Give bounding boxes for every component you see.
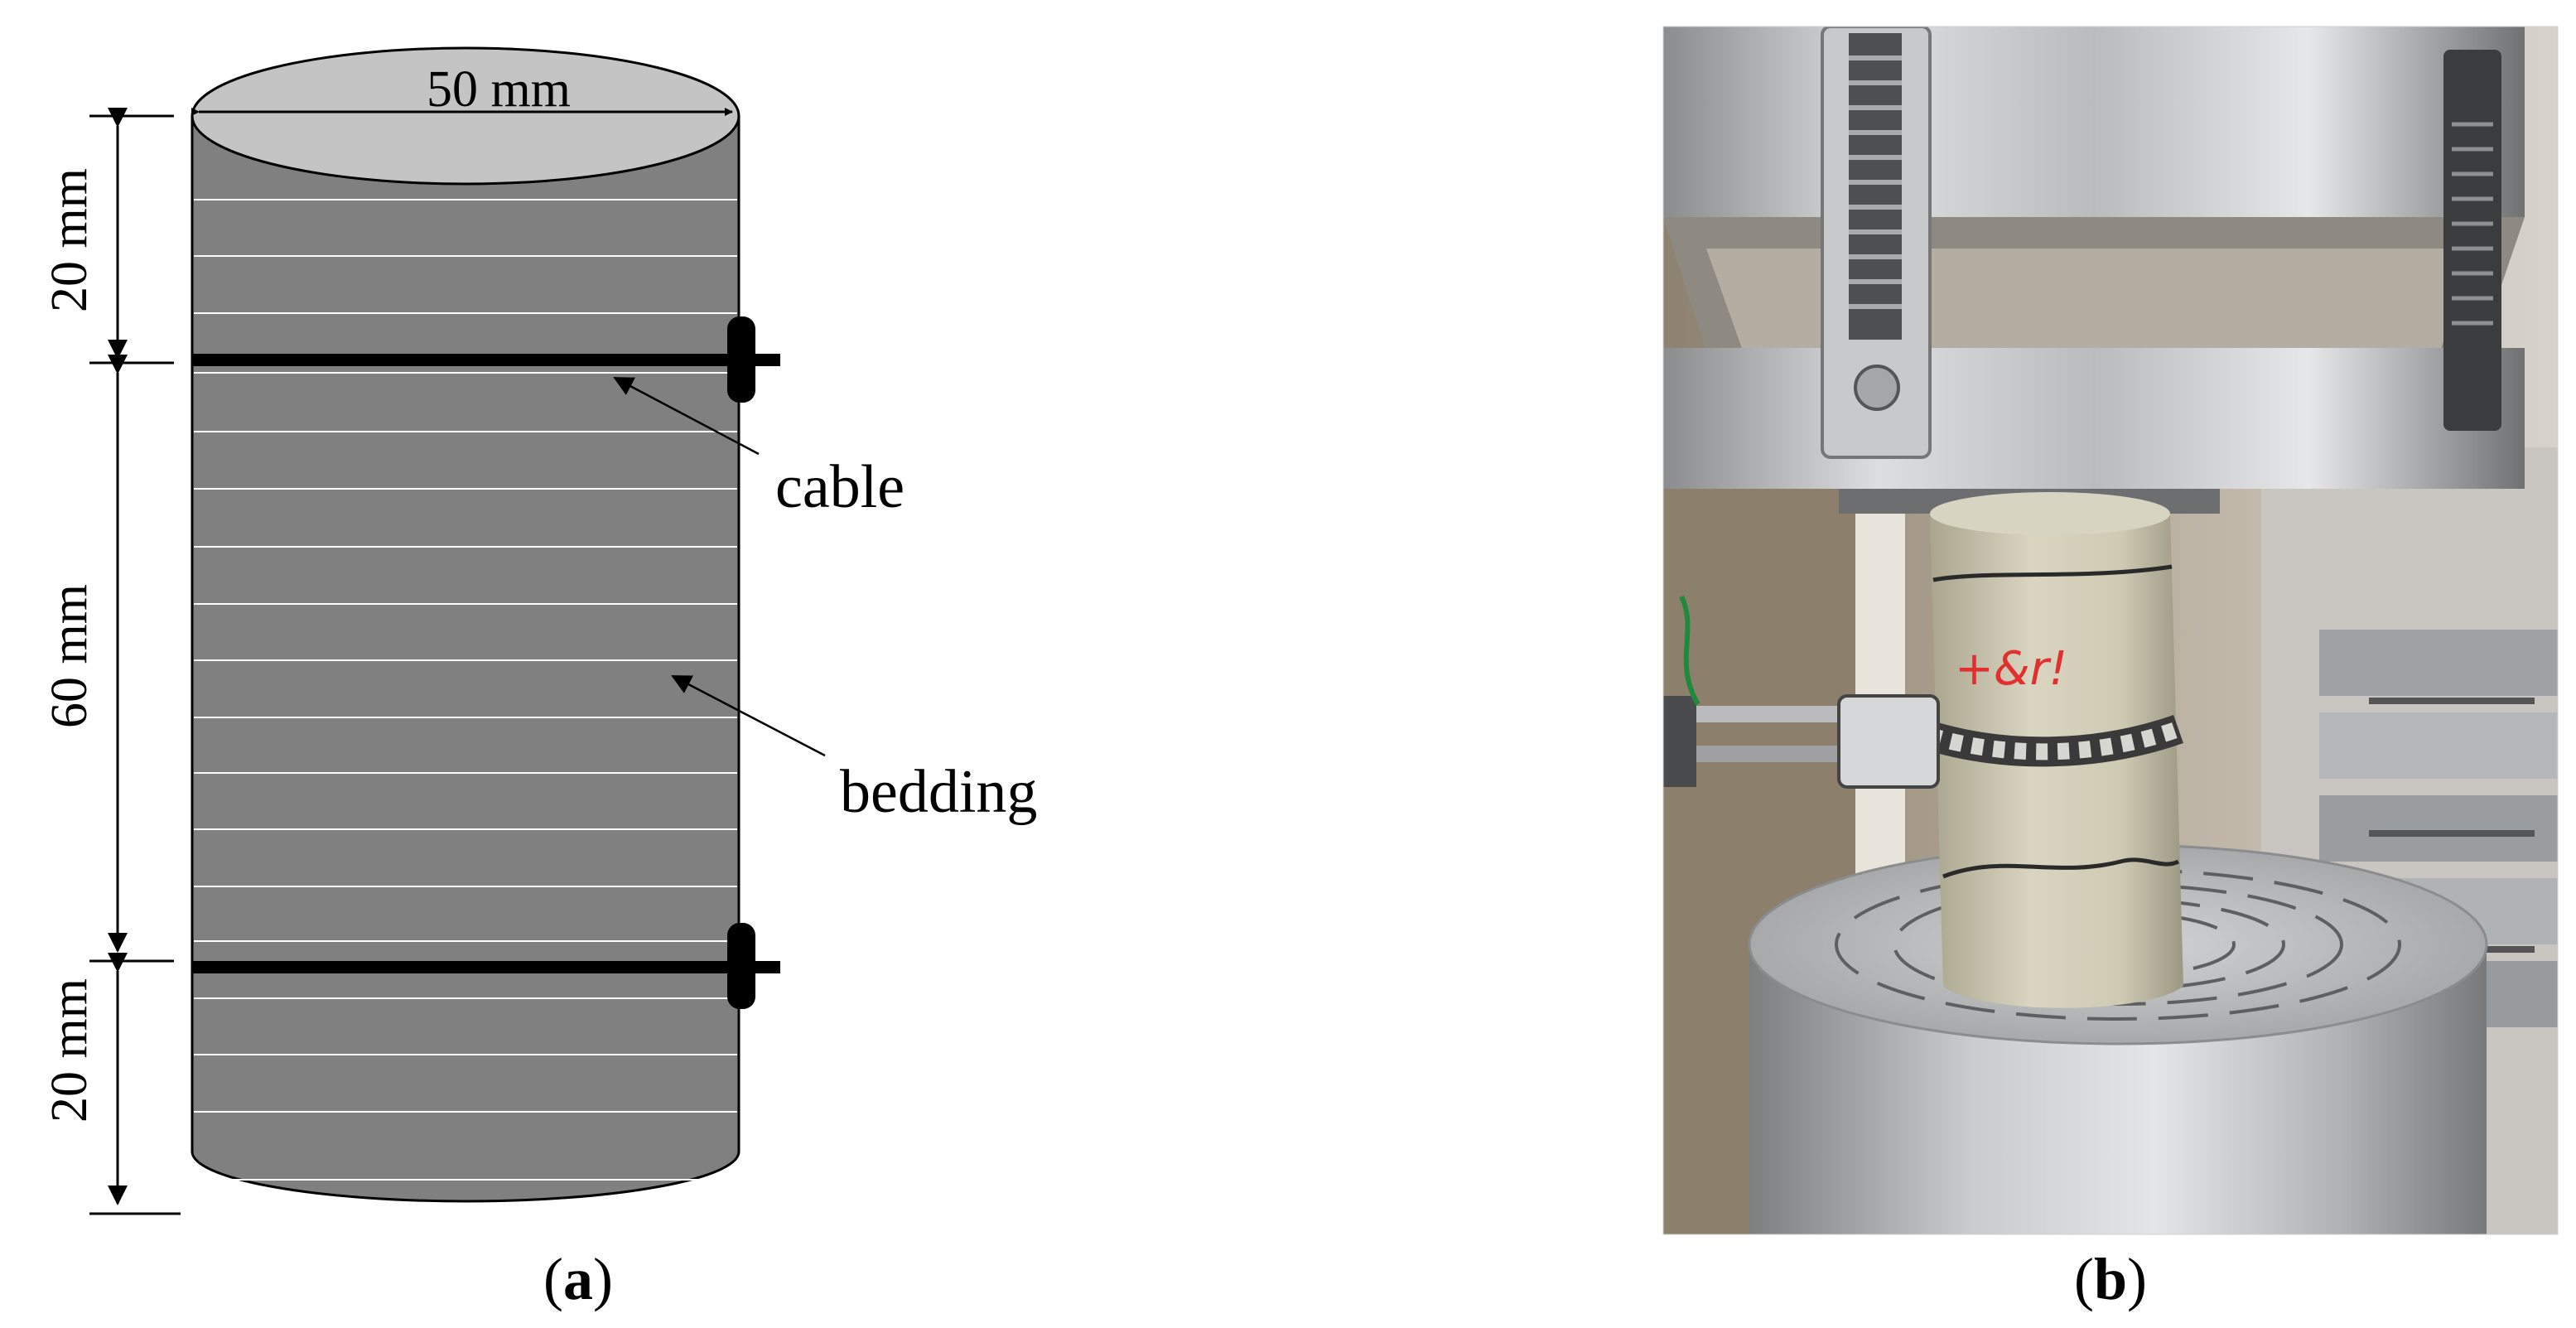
- bedding-callout-arrow: [671, 674, 826, 757]
- spring-right: [2443, 50, 2501, 431]
- specimen-cylinder: [191, 46, 740, 1203]
- cable-callout-arrow: [613, 376, 760, 456]
- caption-a: (a): [543, 1246, 613, 1312]
- panel-a-schematic: 50 mm 20 mm 60 mm 20 mm cable bedding (a…: [41, 46, 1037, 1312]
- dimension-extension-lines: [89, 114, 181, 1215]
- dim-top-label: 20 mm: [41, 168, 98, 312]
- upper-cable: [192, 316, 780, 403]
- cable-label: cable: [775, 453, 904, 521]
- test-photograph: +&r!: [1663, 27, 2558, 1234]
- bedding-lines: [194, 199, 737, 1181]
- lower-cable: [192, 923, 780, 1009]
- diameter-label: 50 mm: [427, 61, 571, 118]
- panel-b-photo: +&r! (b): [1662, 26, 2559, 1312]
- spring-left: [1821, 27, 1932, 459]
- dim-bottom-label: 20 mm: [41, 978, 98, 1123]
- cylinder-top-face: [191, 46, 740, 186]
- bedding-label: bedding: [840, 758, 1037, 826]
- extensometer-arm: [1663, 595, 1940, 789]
- specimen-marking: +&r!: [1955, 642, 2067, 696]
- upper-loading-head: [1663, 27, 2525, 514]
- dim-middle-label: 60 mm: [41, 584, 98, 728]
- caption-b: (b): [2074, 1246, 2147, 1312]
- circumferential-chain: [1925, 715, 2183, 767]
